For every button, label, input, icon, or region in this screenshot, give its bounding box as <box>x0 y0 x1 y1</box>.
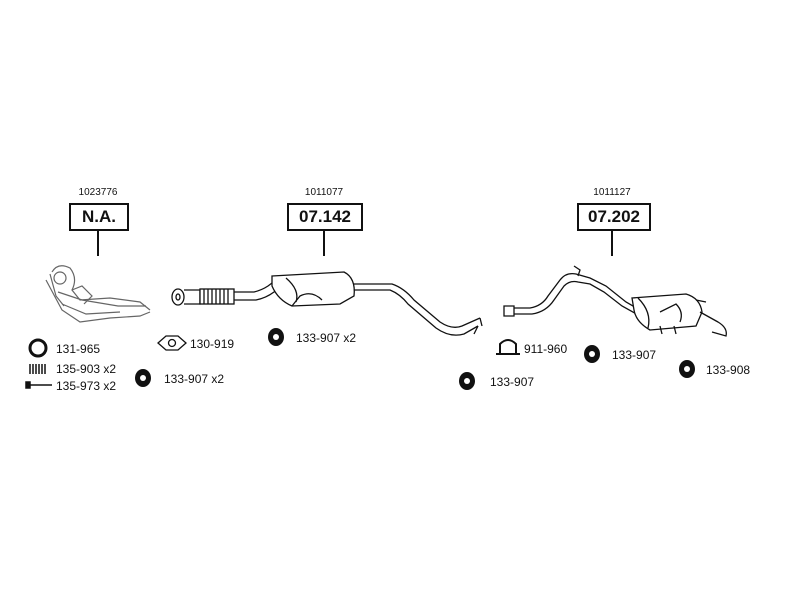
part-label: 133-908 <box>706 363 751 377</box>
part-label: 133-907 x2 <box>164 372 225 386</box>
middle-pipe-drawing <box>171 271 483 336</box>
section-code-box: 07.142 <box>287 203 363 231</box>
front-pipe-drawing <box>45 265 151 323</box>
part-label: 130-919 <box>190 337 235 351</box>
rubber-hanger-icon <box>679 360 695 378</box>
rear-pipe-drawing <box>503 265 727 337</box>
section-part-number: 1011127 <box>593 187 631 198</box>
ring-gasket-icon <box>28 338 48 358</box>
part-label: 133-907 x2 <box>296 331 357 345</box>
spring-icon <box>29 364 46 374</box>
part-label: 131-965 <box>56 342 101 356</box>
part-label: 135-973 x2 <box>56 379 117 393</box>
part-label: 133-907 <box>490 375 535 389</box>
rubber-hanger-icon <box>135 369 151 387</box>
clamp-icon <box>496 339 520 355</box>
rubber-hanger-icon <box>268 328 284 346</box>
rubber-hanger-icon <box>459 372 475 390</box>
section-part-number: 1011077 <box>304 187 344 198</box>
part-label: 133-907 <box>612 348 657 362</box>
rubber-hanger-icon <box>584 345 600 363</box>
bolt-icon <box>25 381 52 389</box>
part-label: 911-960 <box>524 342 568 356</box>
section-part-number: 1023776 <box>78 187 118 198</box>
part-label: 135-903 x2 <box>56 362 117 376</box>
section-code-box: 07.202 <box>577 203 651 231</box>
section-code-box: N.A. <box>69 203 129 231</box>
flange-gasket-icon <box>157 335 187 351</box>
